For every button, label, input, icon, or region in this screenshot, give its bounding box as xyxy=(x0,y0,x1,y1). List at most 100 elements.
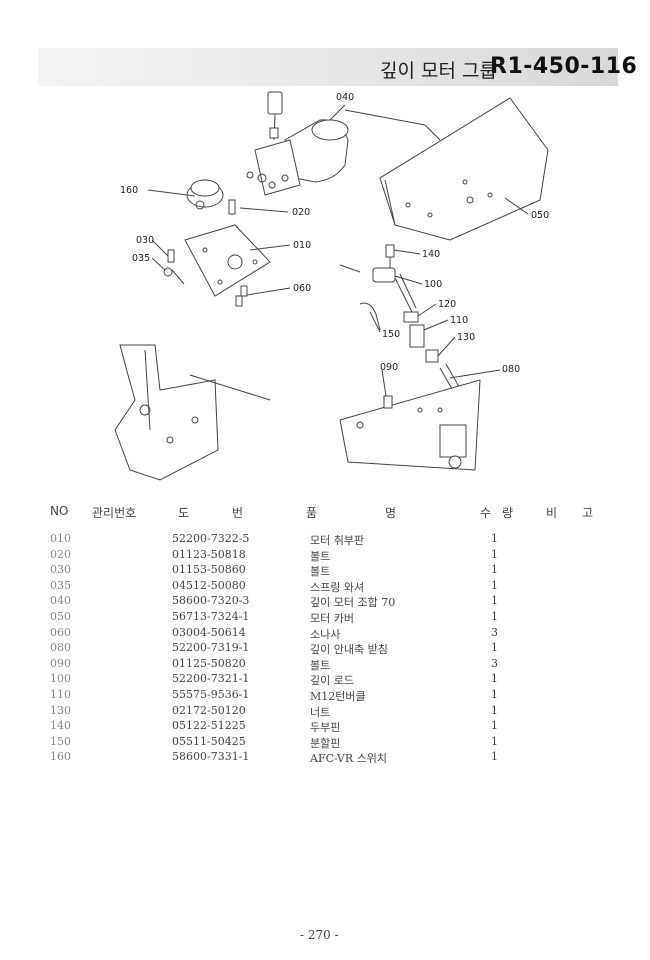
col-remarks-1: 비 xyxy=(546,506,558,520)
callout-010: 010 xyxy=(293,240,311,251)
row-no: 060 xyxy=(50,625,71,639)
row-no: 030 xyxy=(50,563,71,577)
row-part-name: 볼트 xyxy=(310,565,331,579)
callout-120: 120 xyxy=(438,299,456,310)
col-management-no: 관리번호 xyxy=(92,506,137,520)
row-no: 080 xyxy=(50,641,71,655)
row-no: 040 xyxy=(50,594,71,608)
callout-020: 020 xyxy=(292,207,310,218)
motor-mount-plate-drawing xyxy=(184,224,271,297)
row-no: 020 xyxy=(50,547,71,561)
row-part-name: 볼트 xyxy=(310,658,331,672)
row-quantity: 1 xyxy=(491,672,498,686)
col-drawing-2: 번 xyxy=(232,506,244,520)
row-quantity: 1 xyxy=(491,610,498,623)
callout-110: 110 xyxy=(450,315,468,326)
callout-035: 035 xyxy=(132,253,150,264)
table-row: 010 52200-7322-5 모터 취부판 1 xyxy=(0,532,650,548)
row-quantity: 1 xyxy=(491,578,498,592)
row-no: 010 xyxy=(50,532,71,545)
row-part-name: M12턴버클 xyxy=(310,690,366,703)
table-row: 040 58600-7320-3 깊이 모터 조합 70 1 xyxy=(0,594,650,610)
row-part-number: 01153-50860 xyxy=(172,563,246,577)
leader-lines xyxy=(147,104,529,401)
row-part-number: 52200-7321-1 xyxy=(172,672,250,686)
page-title-code: R1-450-116 xyxy=(490,54,638,79)
row-no: 140 xyxy=(50,719,71,733)
table-row: 110 55575-9536-1 M12턴버클 1 xyxy=(0,688,650,704)
split-pin-drawing xyxy=(359,302,381,331)
col-no: NO xyxy=(50,504,69,518)
row-no: 150 xyxy=(50,734,71,748)
screws-060-drawing xyxy=(235,285,248,307)
callout-040: 040 xyxy=(336,92,354,103)
table-row: 140 05122-51225 두부핀 1 xyxy=(0,719,650,735)
row-part-number: 58600-7331-1 xyxy=(172,750,250,764)
row-no: 100 xyxy=(50,672,71,686)
row-quantity: 3 xyxy=(491,656,498,670)
col-remarks-2: 고 xyxy=(582,506,594,520)
bolt-090-drawing xyxy=(383,395,393,409)
row-part-name: 소나사 xyxy=(310,627,341,641)
callout-030: 030 xyxy=(136,235,154,246)
callout-090: 090 xyxy=(380,362,398,373)
row-quantity: 1 xyxy=(491,750,498,764)
row-no: 130 xyxy=(50,703,71,717)
frame-bracket-drawing xyxy=(114,344,219,481)
row-part-name: 깊이 안내축 받침 xyxy=(310,643,388,657)
row-part-number: 01125-50820 xyxy=(172,656,246,670)
row-part-number: 52200-7322-5 xyxy=(172,532,250,545)
callout-060: 060 xyxy=(293,283,311,294)
row-quantity: 1 xyxy=(491,594,498,608)
row-quantity: 1 xyxy=(491,688,498,701)
page-title-korean: 깊이 모터 그룹 xyxy=(380,60,497,82)
row-part-number: 55575-9536-1 xyxy=(172,688,250,701)
col-drawing-1: 도 xyxy=(178,506,190,520)
row-part-number: 05122-51225 xyxy=(172,719,246,733)
col-name-2: 명 xyxy=(385,506,397,520)
row-quantity: 1 xyxy=(491,734,498,748)
row-part-number: 02172-50120 xyxy=(172,703,246,717)
row-part-name: 모터 취부판 xyxy=(310,534,365,547)
callout-130: 130 xyxy=(457,332,475,343)
callout-050: 050 xyxy=(531,210,549,221)
callout-150: 150 xyxy=(382,329,400,340)
page-number: - 270 - xyxy=(300,928,339,942)
row-part-number: 01123-50818 xyxy=(172,547,246,561)
row-quantity: 3 xyxy=(491,625,498,639)
col-qty-2: 량 xyxy=(502,506,514,520)
row-part-name: 분할핀 xyxy=(310,736,341,750)
pin-140-drawing xyxy=(385,244,395,270)
row-part-name: 두부핀 xyxy=(310,721,341,735)
row-no: 110 xyxy=(50,688,71,701)
parts-diagram: 040 160 020 010 030 035 060 050 140 100 … xyxy=(114,91,549,481)
row-no: 050 xyxy=(50,610,71,623)
motor-connector-drawing xyxy=(267,91,283,141)
afc-vr-switch-drawing xyxy=(186,179,224,210)
row-quantity: 1 xyxy=(491,641,498,655)
table-row: 100 52200-7321-1 깊이 로드 1 xyxy=(0,672,650,688)
row-part-number: 56713-7324-1 xyxy=(172,610,250,623)
row-quantity: 1 xyxy=(491,703,498,717)
bolt-020-drawing xyxy=(228,199,236,215)
row-no: 035 xyxy=(50,578,71,592)
callout-140: 140 xyxy=(422,249,440,260)
motor-cover-drawing xyxy=(379,97,549,241)
callout-100: 100 xyxy=(424,279,442,290)
table-row: 130 02172-50120 너트 1 xyxy=(0,704,650,720)
row-part-name: 깊이 모터 조합 70 xyxy=(310,596,396,610)
row-quantity: 1 xyxy=(491,719,498,733)
row-part-number: 58600-7320-3 xyxy=(172,594,250,608)
row-part-name: 깊이 로드 xyxy=(310,674,354,688)
row-part-name: 너트 xyxy=(310,705,331,719)
row-quantity: 1 xyxy=(491,532,498,545)
header-band xyxy=(38,48,618,86)
table-row: 080 52200-7319-1 깊이 안내축 받침 1 xyxy=(0,641,650,657)
row-part-number: 52200-7319-1 xyxy=(172,641,250,655)
